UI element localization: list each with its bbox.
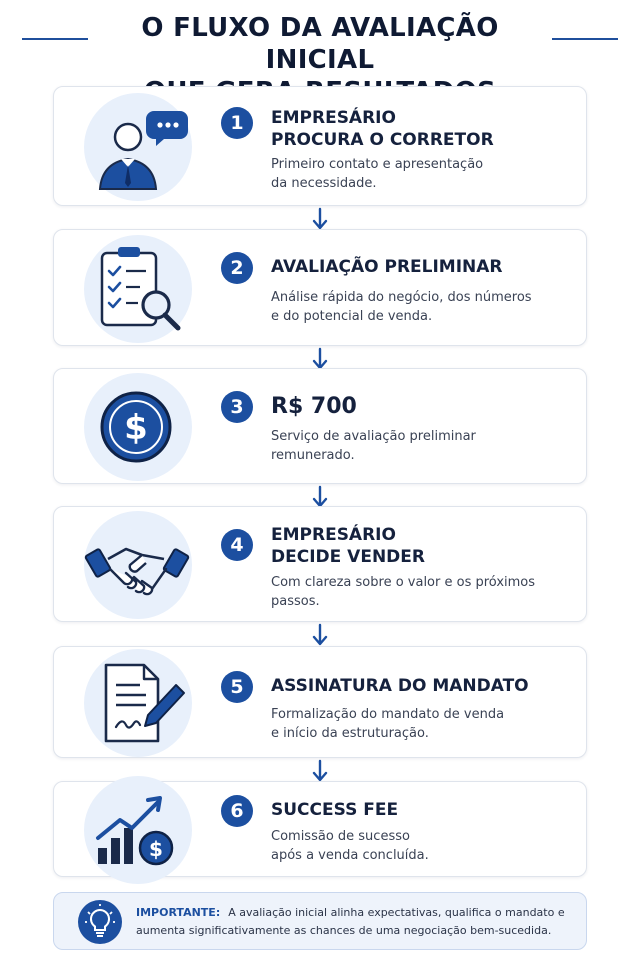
step-title-6-line-1: SUCCESS FEE: [271, 800, 399, 820]
step-card-1: 1 EMPRESÁRIO PROCURA O CORRETOR Primeiro…: [53, 86, 587, 206]
step-title-3: R$ 700: [271, 394, 571, 420]
handshake-icon: [84, 511, 192, 619]
step-desc-4-line-1: Com clareza sobre o valor e os próximos: [271, 575, 536, 590]
step-desc-5-line-1: Formalização do mandato de venda: [271, 707, 505, 722]
step-desc-4: Com clareza sobre o valor e os próximos …: [271, 573, 571, 611]
step-title-2-line-1: AVALIAÇÃO PRELIMINAR: [271, 257, 503, 277]
businessman-chat-icon: [84, 93, 192, 201]
step-desc-3-line-1: Serviço de avaliação preliminar: [271, 429, 476, 444]
step-desc-5: Formalização do mandato de venda e iníci…: [271, 705, 571, 743]
step-desc-6: Comissão de sucesso após a venda concluí…: [271, 827, 571, 865]
title-rule-left: [22, 38, 88, 40]
step-number-1: 1: [221, 107, 253, 139]
step-title-1: EMPRESÁRIO PROCURA O CORRETOR: [271, 107, 571, 151]
step-title-6: SUCCESS FEE: [271, 799, 571, 821]
step-title-3-line-1: R$ 700: [271, 394, 357, 419]
note-text: IMPORTANTE:A avaliação inicial alinha ex…: [136, 904, 576, 940]
step-desc-4-line-2: passos.: [271, 594, 320, 609]
step-desc-3: Serviço de avaliação preliminar remunera…: [271, 427, 571, 465]
step-card-4: 4 EMPRESÁRIO DECIDE VENDER Com clareza s…: [53, 506, 587, 622]
step-desc-2-line-1: Análise rápida do negócio, dos números: [271, 290, 532, 305]
step-desc-1: Primeiro contato e apresentação da neces…: [271, 155, 571, 193]
step-desc-1-line-1: Primeiro contato e apresentação: [271, 157, 484, 172]
lightbulb-icon: [78, 900, 122, 944]
important-note: IMPORTANTE:A avaliação inicial alinha ex…: [53, 892, 587, 950]
step-title-5-line-1: ASSINATURA DO MANDATO: [271, 676, 529, 696]
step-title-4-line-1: EMPRESÁRIO: [271, 525, 396, 545]
step-title-1-line-1: EMPRESÁRIO: [271, 108, 396, 128]
page-title-line-1: O FLUXO DA AVALIAÇÃO INICIAL: [141, 13, 499, 75]
flow-arrow-icon: [312, 623, 328, 646]
step-number-4: 4: [221, 529, 253, 561]
step-desc-3-line-2: remunerado.: [271, 448, 355, 463]
step-number-3: 3: [221, 391, 253, 423]
step-title-4-line-2: DECIDE VENDER: [271, 547, 425, 567]
step-card-6: $ 6 SUCCESS FEE Comissão de sucesso após…: [53, 776, 587, 884]
note-body: A avaliação inicial alinha expectativas,…: [136, 906, 565, 937]
step-desc-6-line-1: Comissão de sucesso: [271, 829, 410, 844]
step-desc-2-line-2: e do potencial de venda.: [271, 309, 433, 324]
step-number-6: 6: [221, 795, 253, 827]
step-desc-6-line-2: após a venda concluída.: [271, 848, 429, 863]
step-desc-5-line-2: e início da estruturação.: [271, 726, 429, 741]
note-label: IMPORTANTE:: [136, 906, 221, 919]
step-card-3: $ 3 R$ 700 Serviço de avaliação prelimin…: [53, 368, 587, 484]
step-card-5: 5 ASSINATURA DO MANDATO Formalização do …: [53, 646, 587, 758]
step-desc-1-line-2: da necessidade.: [271, 176, 377, 191]
step-title-5: ASSINATURA DO MANDATO: [271, 675, 571, 697]
document-pen-icon: [84, 649, 192, 757]
title-rule-right: [552, 38, 618, 40]
step-title-2: AVALIAÇÃO PRELIMINAR: [271, 256, 571, 278]
growth-chart-dollar-icon: $: [84, 776, 192, 884]
step-number-5: 5: [221, 671, 253, 703]
step-number-2: 2: [221, 252, 253, 284]
flow-arrow-icon: [312, 759, 328, 782]
flow-arrow-icon: [312, 207, 328, 230]
dollar-coin-icon: $: [84, 373, 192, 481]
svg-text:$: $: [149, 837, 163, 861]
step-card-2: 2 AVALIAÇÃO PRELIMINAR Análise rápida do…: [53, 229, 587, 346]
header: O FLUXO DA AVALIAÇÃO INICIAL QUE GERA RE…: [0, 10, 640, 107]
step-title-1-line-2: PROCURA O CORRETOR: [271, 130, 494, 150]
step-title-4: EMPRESÁRIO DECIDE VENDER: [271, 524, 571, 568]
clipboard-magnifier-icon: [84, 235, 192, 343]
svg-text:$: $: [124, 408, 148, 448]
step-desc-2: Análise rápida do negócio, dos números e…: [271, 288, 571, 326]
